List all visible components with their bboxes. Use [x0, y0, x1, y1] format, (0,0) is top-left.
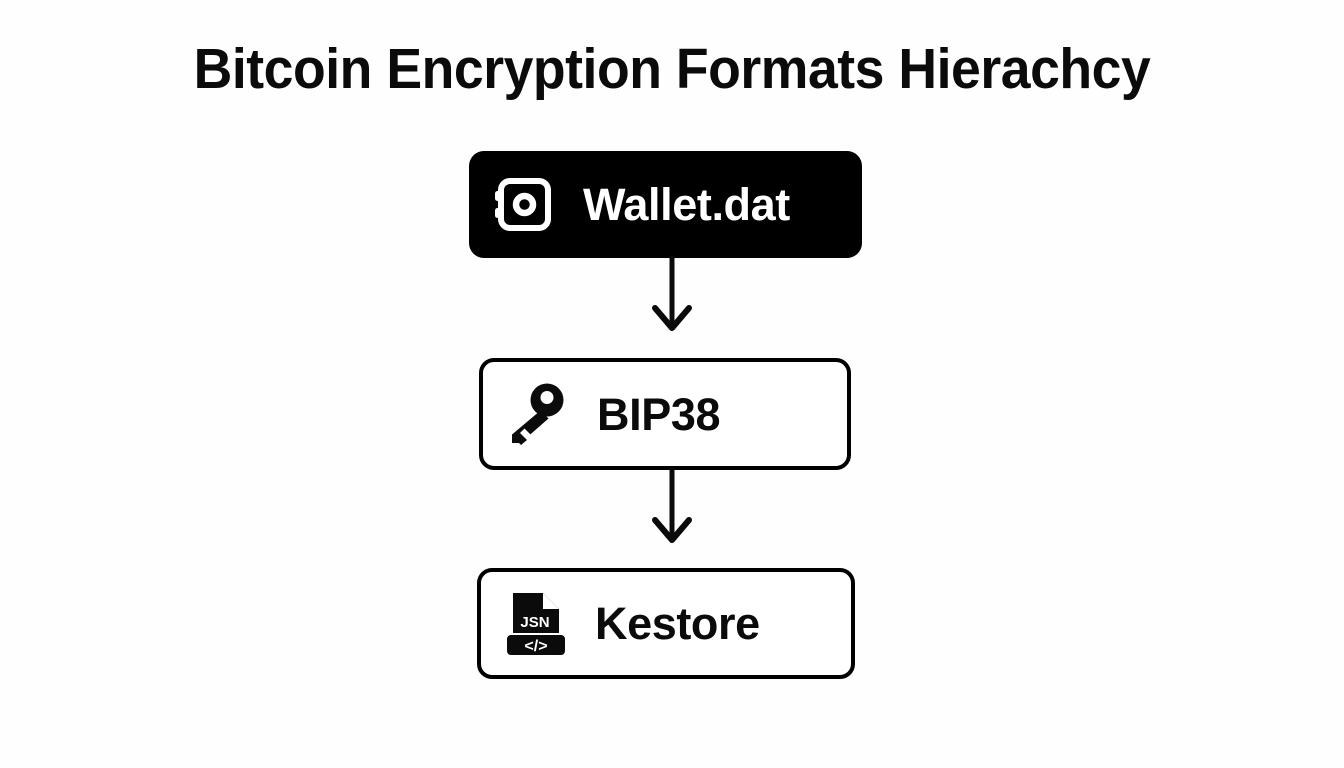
- key-icon: [507, 383, 565, 445]
- json-icon-text-top: JSN: [520, 614, 549, 631]
- json-icon-text-bottom: </>: [524, 638, 547, 655]
- node-bip38[interactable]: BIP38: [479, 358, 851, 470]
- arrow-bip38-to-kestore: [644, 468, 700, 546]
- node-label-wallet-dat: Wallet.dat: [583, 179, 790, 230]
- page-title: Bitcoin Encryption Formats Hierachcy: [193, 37, 1151, 101]
- node-label-kestore: Kestore: [595, 598, 760, 649]
- safe-vault-icon: [495, 177, 551, 232]
- arrow-wallet-to-bip38: [644, 256, 700, 334]
- node-kestore[interactable]: JSN </> Kestore: [477, 568, 855, 679]
- node-label-bip38: BIP38: [597, 388, 721, 440]
- node-wallet-dat[interactable]: Wallet.dat: [469, 151, 862, 258]
- json-file-icon: JSN </>: [505, 591, 567, 657]
